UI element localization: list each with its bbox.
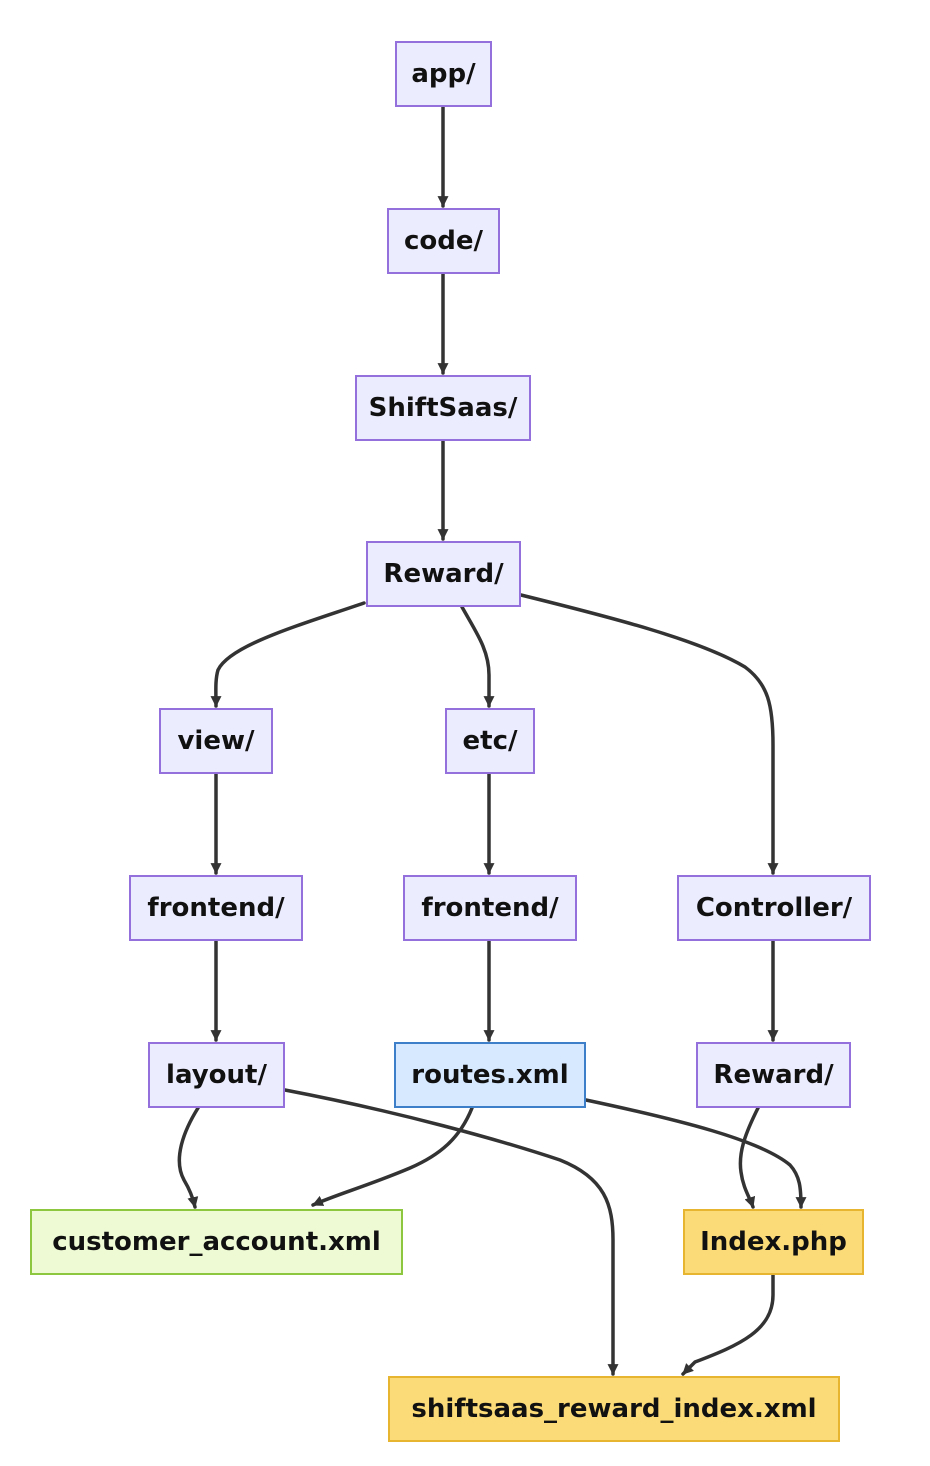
node-layout: layout/ <box>148 1042 285 1108</box>
node-reward-index-xml-label: shiftsaas_reward_index.xml <box>411 1394 817 1424</box>
node-reward: Reward/ <box>366 541 521 607</box>
node-controller-label: Controller/ <box>695 893 853 923</box>
node-etc-label: etc/ <box>462 726 518 756</box>
node-layout-label: layout/ <box>166 1060 267 1090</box>
edge-routes-to-customer_account <box>311 1106 474 1207</box>
edge-layout-to-reward_index_xml <box>283 1088 619 1376</box>
node-code: code/ <box>387 208 500 274</box>
edge-index_php-to-reward_index_xml <box>681 1273 775 1376</box>
node-reward-label: Reward/ <box>383 559 504 589</box>
node-view: view/ <box>159 708 273 774</box>
node-etc-frontend-label: frontend/ <box>421 893 559 923</box>
node-view-frontend: frontend/ <box>129 875 303 941</box>
node-etc-frontend: frontend/ <box>403 875 577 941</box>
edge-controller_reward-to-index_php <box>738 1106 760 1209</box>
node-view-label: view/ <box>177 726 255 756</box>
edge-routes-to-index_php <box>584 1098 807 1209</box>
node-app: app/ <box>395 41 492 107</box>
node-shiftsaas: ShiftSaas/ <box>355 375 531 441</box>
node-routes-xml: routes.xml <box>394 1042 586 1108</box>
edge-reward-to-etc <box>460 605 495 708</box>
node-controller-reward: Reward/ <box>696 1042 851 1108</box>
node-shiftsaas-label: ShiftSaas/ <box>368 393 518 423</box>
node-controller: Controller/ <box>677 875 871 941</box>
node-view-frontend-label: frontend/ <box>147 893 285 923</box>
node-controller-reward-label: Reward/ <box>713 1060 834 1090</box>
node-code-label: code/ <box>403 226 483 256</box>
edge-reward-to-view <box>210 601 366 708</box>
node-reward-index-xml: shiftsaas_reward_index.xml <box>388 1376 840 1442</box>
node-index-php-label: Index.php <box>700 1227 847 1257</box>
node-app-label: app/ <box>411 59 476 89</box>
node-etc: etc/ <box>445 708 535 774</box>
node-routes-xml-label: routes.xml <box>411 1060 569 1090</box>
edge-layout-to-customer_account <box>177 1106 200 1209</box>
node-index-php: Index.php <box>683 1209 864 1275</box>
node-customer-account-xml-label: customer_account.xml <box>52 1227 381 1257</box>
node-customer-account-xml: customer_account.xml <box>30 1209 403 1275</box>
edge-reward-to-controller <box>519 593 779 875</box>
